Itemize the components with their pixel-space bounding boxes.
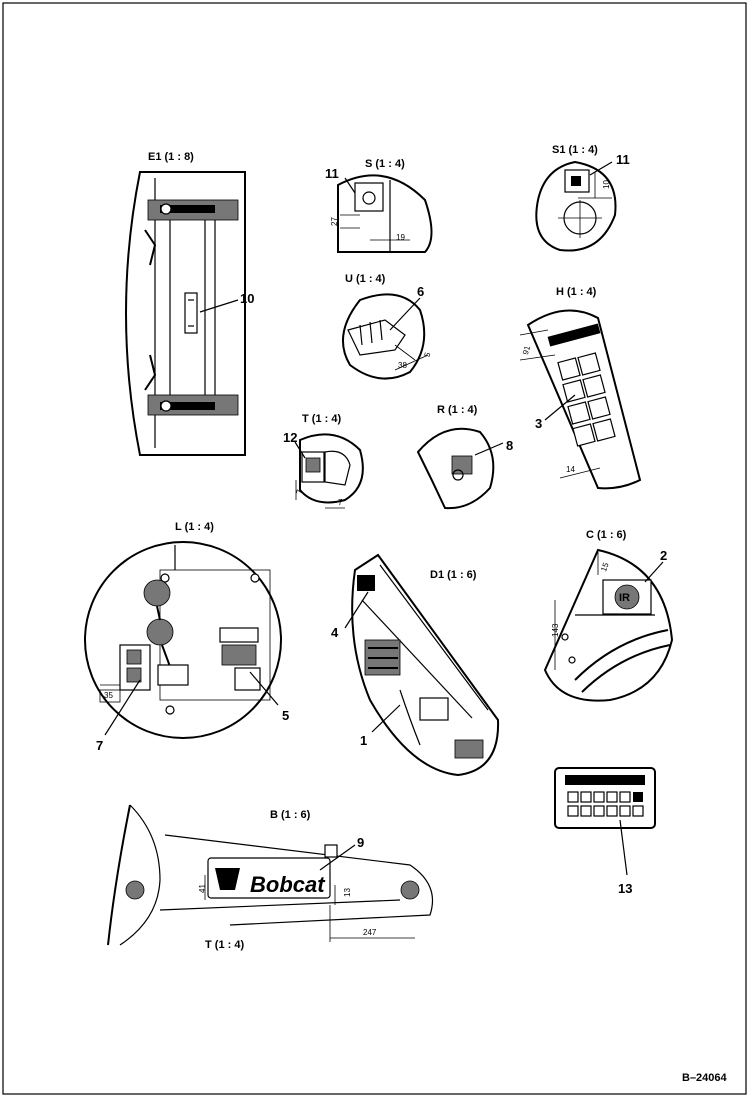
decal-13-outline — [554, 767, 656, 829]
callout-3: 3 — [535, 416, 542, 431]
view-r: R (1 : 4) 8 — [416, 404, 513, 510]
callout-13: 13 — [618, 881, 632, 896]
view-e1: E1 (1 : 8) 10 — [125, 151, 254, 456]
view-t-small: T (1 : 4) 7 7 12 — [283, 413, 364, 509]
svg-text:7: 7 — [295, 488, 305, 494]
svg-text:IR: IR — [619, 592, 630, 604]
view-e1-outline — [125, 171, 246, 456]
view-s1-label: S1 (1 : 4) — [552, 144, 598, 156]
decal-10-shape — [184, 292, 198, 334]
decal-9-bobcat: Bobcat — [207, 857, 331, 899]
callout-9: 9 — [357, 835, 364, 850]
svg-text:5: 5 — [423, 351, 433, 358]
callout-11a: 11 — [325, 166, 339, 181]
callout-7: 7 — [96, 738, 103, 753]
view-d1-outline — [351, 553, 500, 777]
svg-text:143: 143 — [551, 623, 560, 637]
svg-text:41: 41 — [198, 884, 207, 893]
svg-text:35: 35 — [104, 691, 113, 700]
view-s1: S1 (1 : 4) 10 11 — [535, 144, 630, 252]
callout-2: 2 — [660, 548, 667, 563]
svg-text:10: 10 — [602, 180, 611, 189]
callout-10: 10 — [240, 291, 254, 306]
callout-5: 5 — [282, 708, 289, 723]
view-t-small-outline — [299, 433, 364, 504]
view-c-outline — [543, 548, 674, 702]
svg-text:91: 91 — [521, 344, 532, 355]
view-u-label: U (1 : 4) — [345, 273, 386, 285]
view-d1-label: D1 (1 : 6) — [430, 569, 477, 581]
svg-text:247: 247 — [363, 928, 377, 937]
bobcat-decal-text: Bobcat — [250, 872, 326, 897]
view-l-label: L (1 : 4) — [175, 521, 214, 533]
view-c-label: C (1 : 6) — [586, 529, 627, 541]
svg-text:7: 7 — [338, 498, 343, 507]
view-b: B (1 : 6) Bobcat 41 13 247 9 T (1 : 4) — [107, 804, 434, 951]
svg-text:38: 38 — [398, 361, 407, 370]
view-u-outline — [342, 293, 426, 380]
figure-reference: B–24064 — [682, 1072, 728, 1084]
view-h-label: H (1 : 4) — [556, 286, 597, 298]
callout-12: 12 — [283, 430, 297, 445]
view-h-outline — [526, 309, 642, 490]
view-e1-label: E1 (1 : 8) — [148, 151, 194, 163]
svg-text:13: 13 — [343, 888, 352, 897]
view-s-outline — [337, 174, 433, 253]
callout-1: 1 — [360, 733, 367, 748]
view-r-outline — [416, 427, 495, 510]
view-b-label: B (1 : 6) — [270, 809, 311, 821]
view-u: U (1 : 4) 38 5 6 — [342, 273, 433, 380]
view-l-outline — [84, 541, 282, 739]
view-s-label: S (1 : 4) — [365, 158, 405, 170]
view-d1: D1 (1 : 6) 4 1 — [331, 553, 500, 777]
view-s1-outline — [535, 160, 617, 252]
decal-13: 13 — [554, 767, 656, 896]
view-c: C (1 : 6) 15 IR 143 2 — [543, 529, 674, 702]
svg-text:15: 15 — [599, 561, 611, 573]
callout-4: 4 — [331, 625, 339, 640]
svg-text:14: 14 — [566, 465, 575, 474]
view-s: S (1 : 4) 27 19 11 — [325, 158, 433, 253]
svg-text:19: 19 — [396, 233, 405, 242]
view-r-label: R (1 : 4) — [437, 404, 478, 416]
view-t-small-label: T (1 : 4) — [302, 413, 341, 425]
callout-6: 6 — [417, 284, 424, 299]
view-h: H (1 : 4) 91 14 3 — [519, 286, 642, 490]
svg-text:27: 27 — [330, 217, 339, 226]
view-l: L (1 : 4) 35 7 5 — [84, 521, 289, 753]
callout-11b: 11 — [616, 152, 630, 167]
view-b-outline — [107, 804, 131, 946]
callout-8: 8 — [506, 438, 513, 453]
decal-3-grid — [547, 323, 616, 447]
view-t-bottom-label: T (1 : 4) — [205, 939, 244, 951]
